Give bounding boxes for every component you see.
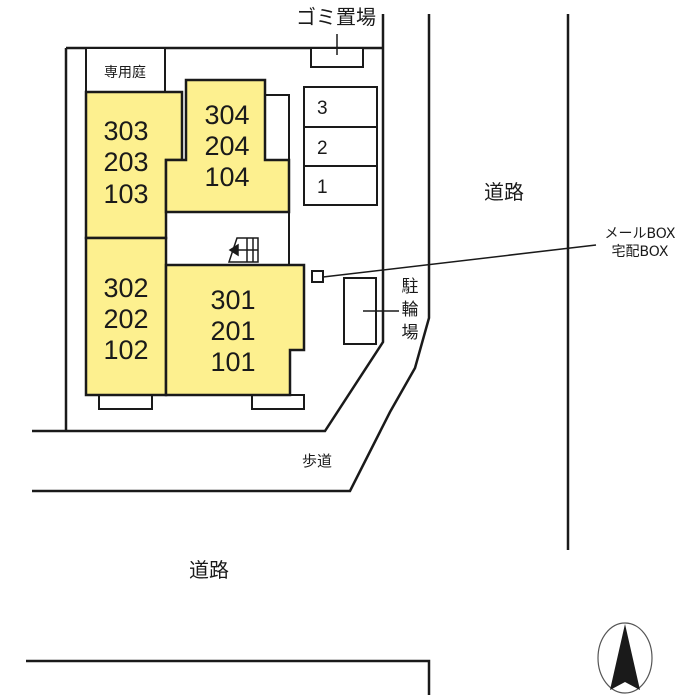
bicycle-parking-label-2: 輪 (402, 300, 419, 320)
road-south-label: 道路 (189, 558, 229, 582)
building-block-east-upper[interactable] (164, 78, 291, 214)
corridor-area (165, 211, 290, 268)
north-arrow-icon (597, 622, 653, 694)
private-garden-box (85, 47, 166, 93)
bicycle-parking-label-1: 駐 (402, 277, 419, 297)
balcony-west-lower (98, 394, 153, 410)
building-block-east-lower[interactable] (164, 263, 306, 397)
unit-label: 303 (103, 116, 148, 146)
sidewalk-label: 歩道 (302, 452, 332, 470)
lot-line-east-south (32, 14, 385, 433)
units-block-east-upper: 304 204 104 (204, 100, 249, 192)
unit-label: 101 (210, 347, 255, 377)
parking-space-label: 3 (317, 98, 328, 119)
parking-space-3[interactable] (303, 86, 378, 128)
sidewalk-outer-edge (32, 14, 431, 493)
unit-label: 204 (204, 131, 249, 161)
unit-label: 102 (103, 335, 148, 365)
private-garden-label: 専用庭 (104, 64, 146, 81)
stairwell-icon (227, 237, 259, 263)
road-east-label: 道路 (484, 180, 524, 204)
unit-label: 104 (204, 162, 249, 192)
property-boundary (26, 14, 570, 695)
mailbox-icon (311, 270, 324, 283)
unit-label: 302 (103, 273, 148, 303)
bicycle-parking-label-3: 場 (402, 323, 419, 343)
units-block-east-lower: 301 201 101 (210, 285, 255, 377)
unit-label: 202 (103, 304, 148, 334)
unit-label: 304 (204, 100, 249, 130)
parking-space-label: 1 (317, 177, 328, 198)
parking-space-1[interactable] (303, 165, 378, 206)
mailbox-label-line1: メールBOX (604, 226, 675, 242)
parking-space-2[interactable] (303, 126, 378, 167)
unit-label: 103 (103, 179, 148, 209)
road-south-far-edge (26, 659, 431, 695)
mailbox-label-line2: 宅配BOX (611, 244, 668, 260)
unit-label: 301 (210, 285, 255, 315)
parking-area: 3 2 1 (303, 86, 378, 206)
parking-space-label: 2 (317, 138, 328, 159)
unit-label: 201 (210, 316, 255, 346)
unit-label: 203 (103, 147, 148, 177)
balcony-east-lower (251, 394, 305, 410)
mailbox-leader (322, 244, 597, 278)
garbage-area-label: ゴミ置場 (296, 5, 376, 29)
units-block-west-lower: 302 202 102 (103, 273, 148, 365)
units-block-west-upper: 303 203 103 (103, 116, 148, 209)
